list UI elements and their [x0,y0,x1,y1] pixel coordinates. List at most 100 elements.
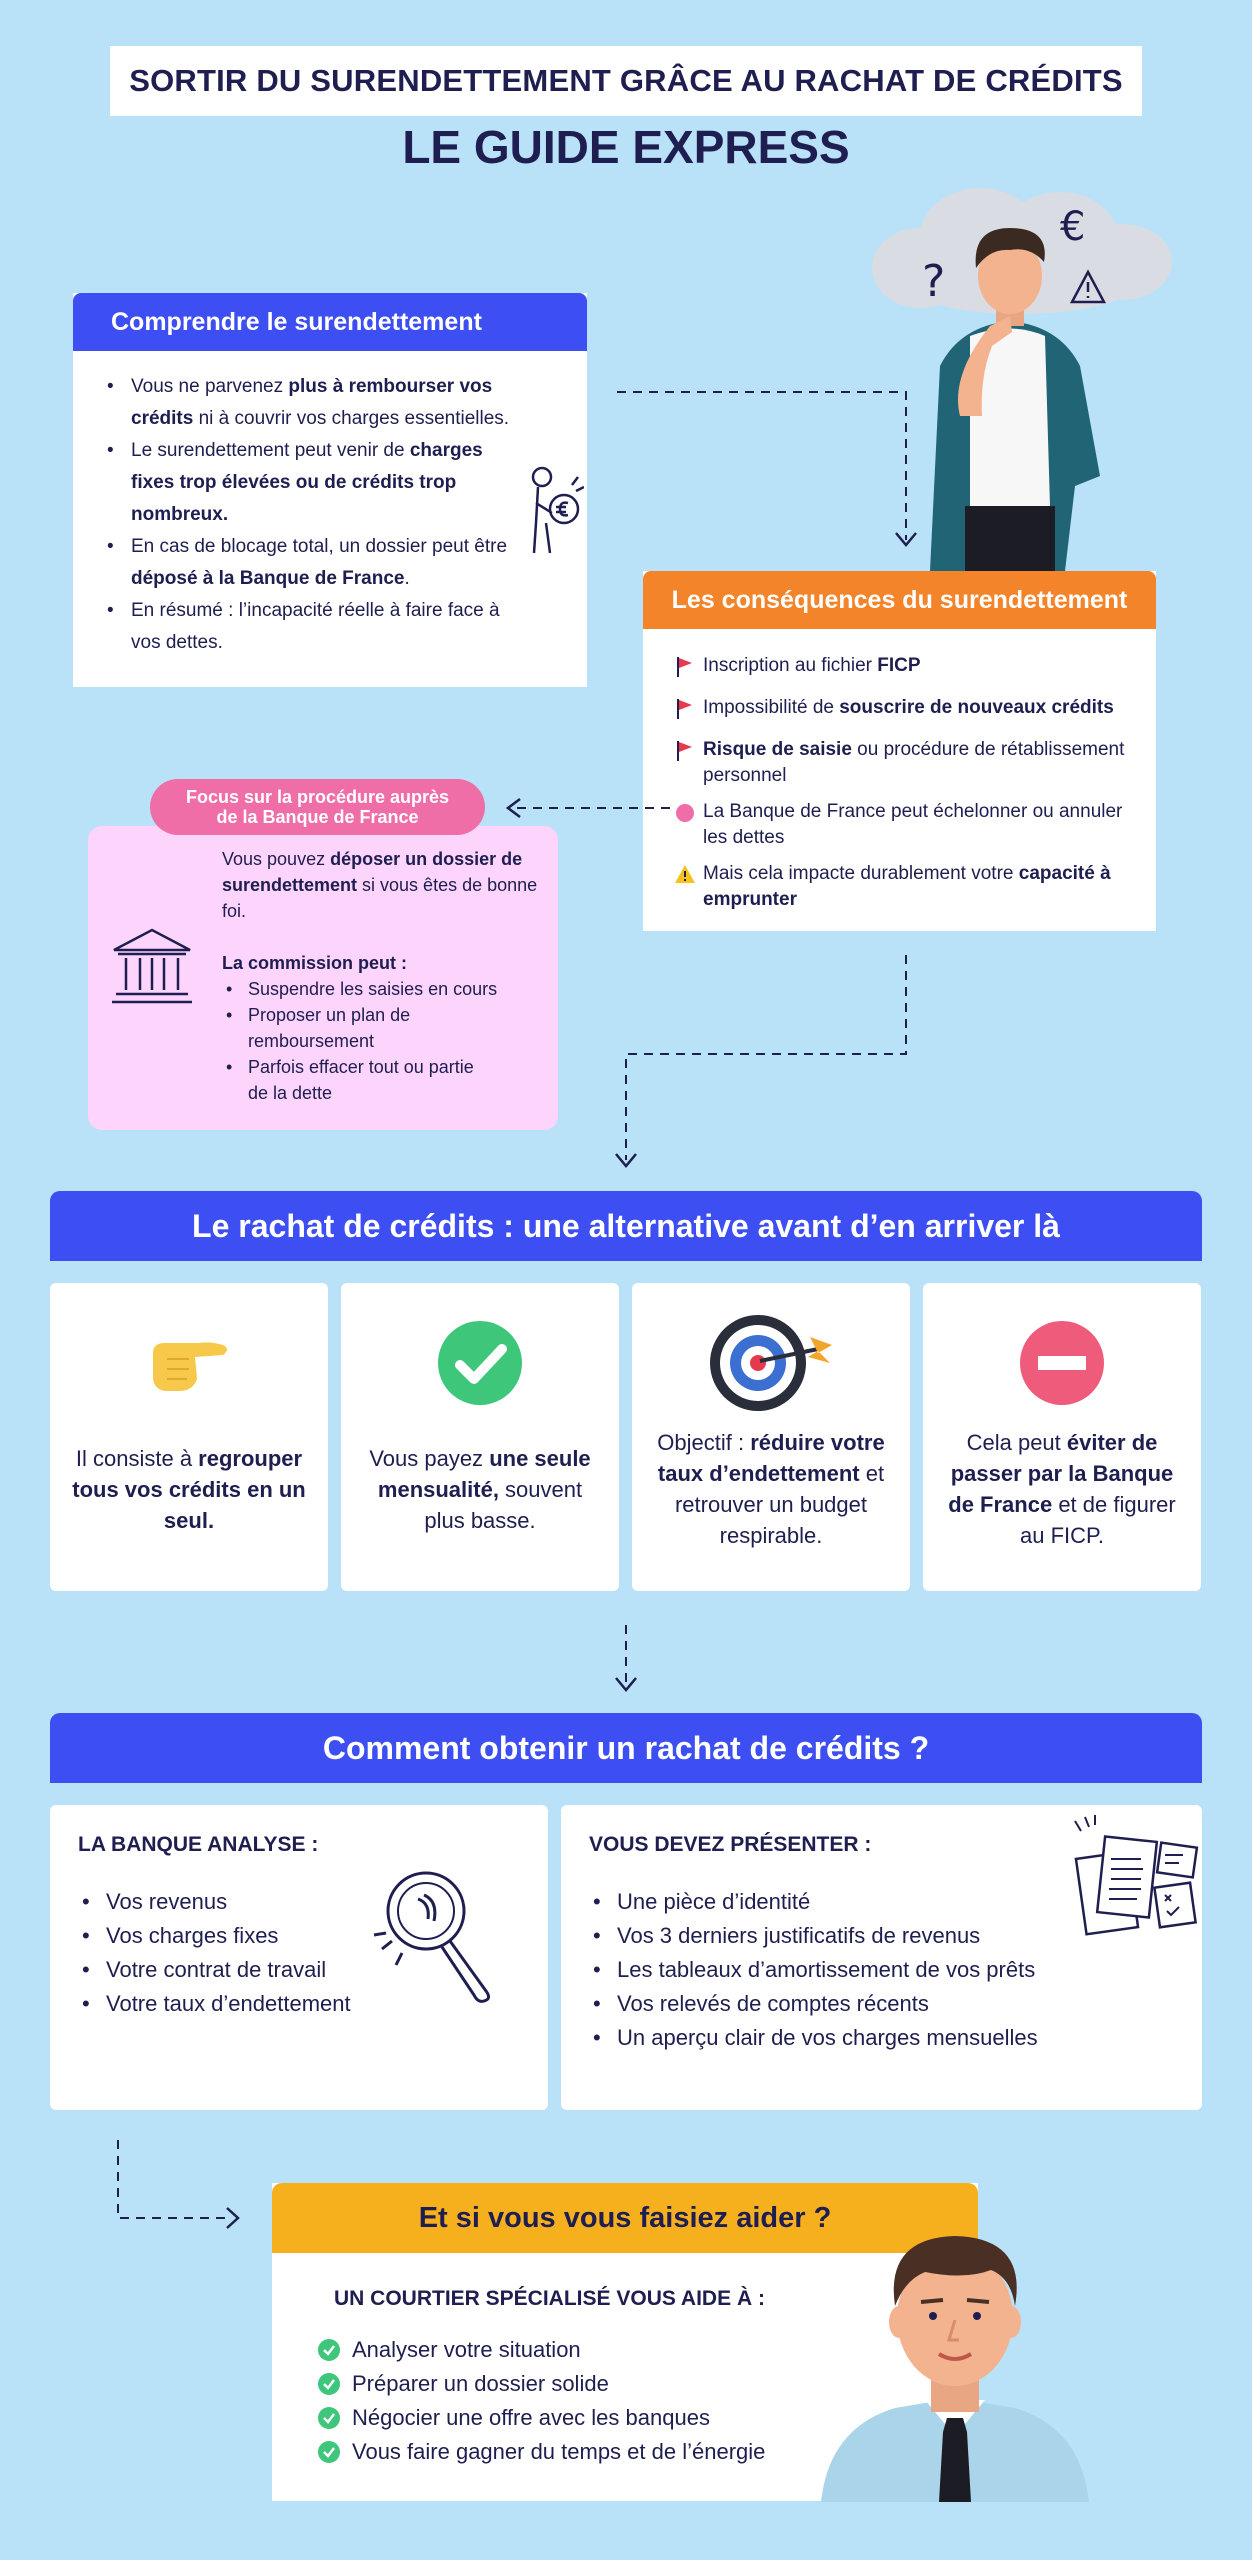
euro-icon: € [1060,204,1085,250]
list-item: Le surendettement peut venir de charges … [103,435,483,531]
person-holding-euro-icon [531,466,584,554]
documents-title: VOUS DEVEZ PRÉSENTER : [589,1833,872,1856]
rachat-card-eviter: Cela peut éviter de passer par la Banque… [923,1283,1201,1591]
list-item: Risque de saisie ou procédure de rétabli… [675,737,1145,789]
list-item: Négocier une offre avec les banques [318,2401,765,2435]
dot-icon [675,799,703,851]
arrow-head [615,1153,637,1168]
aider-title: Et si vous vous faisiez aider ? [418,2201,832,2234]
thinking-man-illustration: ? € [872,188,1172,571]
list-item: Votre contrat de travail [78,1953,351,1987]
check-circle-icon [318,2339,340,2361]
card-text: Cela peut éviter de passer par la Banque… [948,1430,1176,1548]
list-item: Vous ne parvenez plus à rembourser vos c… [103,371,523,435]
comprendre-card: Comprendre le surendettement Vous ne par… [73,293,587,687]
list-item: Suspendre les saisies en cours [222,976,542,1002]
top-banner: SORTIR DU SURENDETTEMENT GRÂCE AU RACHAT… [110,46,1142,116]
documents-icon [1074,1815,1199,1936]
list-item: Préparer un dossier solide [318,2367,765,2401]
rachat-title: Le rachat de crédits : une alternative a… [192,1207,1060,1244]
list-item: Vos 3 derniers justificatifs de revenus [589,1919,1038,1953]
list-item: Vos relevés de comptes récents [589,1987,1038,2021]
banque-list: Vos revenus Vos charges fixes Votre cont… [78,1885,351,2021]
list-item: Mais cela impacte durablement votre capa… [675,861,1145,913]
connector-comment-aider [117,2140,232,2219]
thought-cloud [872,188,1172,314]
target-icon [710,1315,832,1411]
arrow-head [505,798,521,818]
rachat-card-mensualite: Vous payez une seule mensualité, souvent… [341,1283,619,1591]
list-item: Les tableaux d’amortissement de vos prêt… [589,1953,1038,1987]
aider-list: Analyser votre situation Préparer un dos… [318,2333,765,2469]
hair [893,2236,1017,2306]
list-item: En cas de blocage total, un dossier peut… [103,531,523,595]
comprendre-header: Comprendre le surendettement [73,293,587,351]
head [978,238,1042,314]
list-item: Vos revenus [78,1885,351,1919]
connector-consequences-rachat [625,955,907,1160]
comprendre-list: Vous ne parvenez plus à rembourser vos c… [103,371,523,659]
check-circle-icon [318,2441,340,2463]
alert-icon [1069,269,1107,304]
list-item: En résumé : l’incapacité réelle à faire … [103,595,523,659]
list-item: Vous faire gagner du temps et de l’énerg… [318,2435,765,2469]
tie [939,2418,971,2502]
list-item: Analyser votre situation [318,2333,765,2367]
arrow-head [226,2207,240,2229]
no-entry-icon [1020,1321,1104,1405]
documents-card: VOUS DEVEZ PRÉSENTER : Une pièce d’ident… [561,1805,1202,2110]
head [897,2250,1013,2386]
rachat-card-regrouper: Il consiste à regrouper tous vos crédits… [50,1283,328,1591]
consequences-header: Les conséquences du surendettement [643,571,1156,629]
broker-man-illustration [821,2236,1089,2502]
card-text: Vous payez une seule mensualité, souvent… [369,1446,591,1533]
list-item: Un aperçu clair de vos charges mensuelle… [589,2021,1038,2055]
focus-pill-line1: Focus sur la procédure auprès [185,787,450,807]
list-item: Vos charges fixes [78,1919,351,1953]
check-circle-icon [318,2373,340,2395]
commission-list: Suspendre les saisies en cours Proposer … [222,976,542,1106]
rachat-card-objectif: Objectif : réduire votre taux d’endettem… [632,1283,910,1591]
list-item: Votre taux d’endettement [78,1987,351,2021]
rachat-header: Le rachat de crédits : une alternative a… [50,1191,1202,1261]
list-item: Impossibilité de souscrire de nouveaux c… [675,695,1145,727]
warning-icon [675,861,703,913]
shirt [970,328,1050,506]
flag-icon [675,695,703,727]
consequences-title: Les conséquences du surendettement [671,585,1128,614]
consequences-list: Inscription au fichier FICP Impossibilit… [675,653,1145,923]
flag-icon [675,653,703,685]
focus-intro: Vous pouvez déposer un dossier de surend… [222,849,538,921]
arrow-head [615,1677,637,1692]
list-item: Parfois effacer tout ou partie de la det… [222,1054,492,1106]
focus-pill-line2: de la Banque de France [216,807,419,827]
banque-analyse-card: LA BANQUE ANALYSE : Vos revenus Vos char… [50,1805,548,2110]
list-item: Une pièce d’identité [589,1885,1038,1919]
commission-label: La commission peut : [222,953,408,973]
question-mark-icon: ? [922,256,945,307]
aider-subtitle: UN COURTIER SPÉCIALISÉ VOUS AIDE À : [334,2287,765,2310]
hair [975,228,1045,268]
flag-icon [675,737,703,789]
aider-header: Et si vous vous faisiez aider ? [272,2183,978,2253]
documents-list: Une pièce d’identité Vos 3 derniers just… [589,1885,1038,2055]
card-text: Objectif : réduire votre taux d’endettem… [657,1430,885,1548]
check-circle-icon [318,2407,340,2429]
pants [965,506,1055,571]
banque-title: LA BANQUE ANALYSE : [78,1833,319,1856]
comment-title: Comment obtenir un rachat de crédits ? [322,1729,930,1766]
magnifier-icon [373,1871,491,2003]
consequences-card: Les conséquences du surendettement Inscr… [643,571,1156,931]
arm [958,316,1012,416]
bank-building-icon [112,928,192,1004]
focus-text: Vous pouvez déposer un dossier de surend… [222,846,542,1106]
comprendre-title: Comprendre le surendettement [111,307,482,336]
banner-text: SORTIR DU SURENDETTEMENT GRÂCE AU RACHAT… [129,63,1123,98]
page-title: LE GUIDE EXPRESS [402,121,850,173]
focus-pill: Focus sur la procédure auprès de la Banq… [150,779,485,835]
focus-card: Vous pouvez déposer un dossier de surend… [88,826,558,1130]
list-item: Inscription au fichier FICP [675,653,1145,685]
list-item: Proposer un plan de remboursement [222,1002,482,1054]
comment-header: Comment obtenir un rachat de crédits ? [50,1713,1202,1783]
list-item: La Banque de France peut échelonner ou a… [675,799,1145,851]
